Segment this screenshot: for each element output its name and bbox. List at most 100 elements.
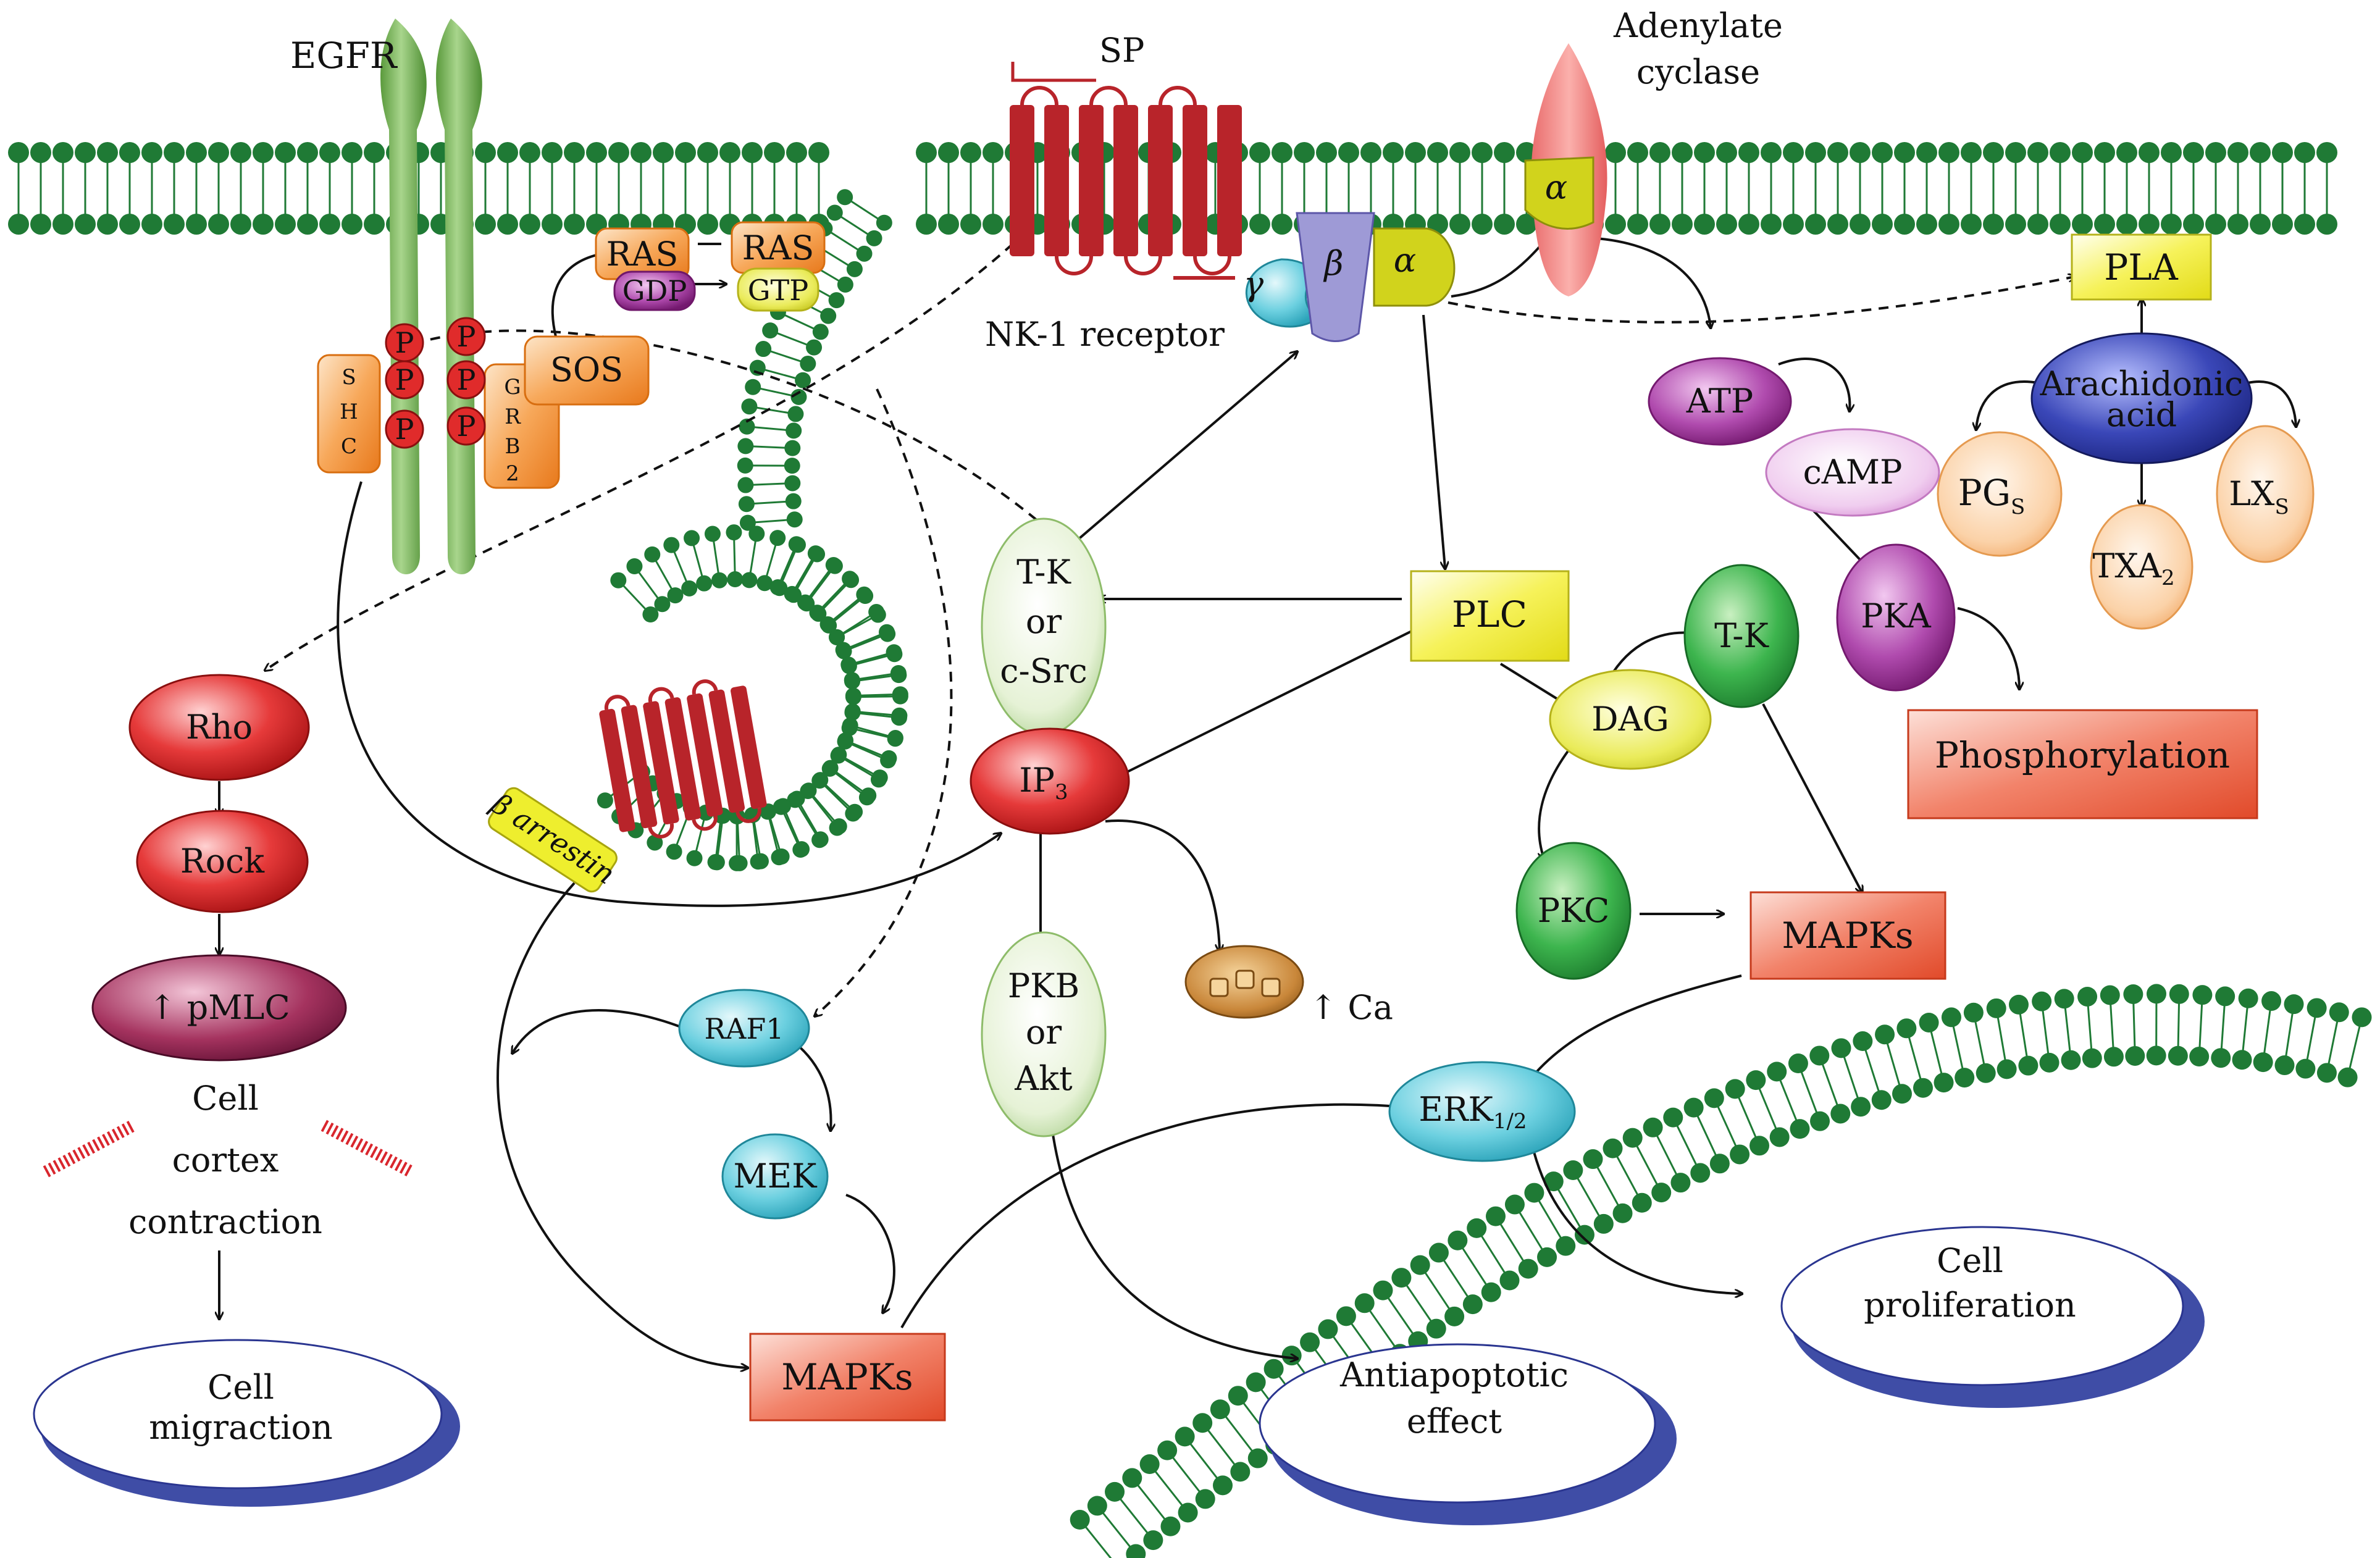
lipid-tail — [2220, 1000, 2226, 1053]
lipid-head — [1627, 214, 1648, 235]
lipid-head — [1383, 142, 1404, 163]
ip3-label: IP — [1019, 761, 1055, 800]
lipid-head — [1543, 1171, 1564, 1192]
lipid-head — [2316, 142, 2337, 163]
lipid-head — [748, 526, 765, 542]
txa2-node: TXA2 — [2090, 504, 2194, 630]
phosphate-label: P — [457, 409, 476, 443]
lipid-head — [806, 339, 823, 356]
lipid-head — [1694, 142, 1715, 163]
lipid-head — [837, 732, 854, 749]
lipid-tail — [1099, 1509, 1134, 1551]
beta-label: β — [1323, 244, 1343, 283]
pkc-label: PKC — [1538, 891, 1610, 930]
lipid-head — [797, 594, 814, 611]
lipid-head — [1178, 1502, 1198, 1523]
lipid-tail — [1535, 1196, 1564, 1242]
lipid-head — [2169, 984, 2189, 1004]
lipid-tail — [1134, 1481, 1168, 1523]
lipid-tail — [1674, 1121, 1699, 1170]
grb2-letter-b: B — [505, 434, 521, 459]
lipid-head — [1427, 142, 1448, 163]
lipid-head — [837, 276, 853, 293]
arrow-raf1-to-left — [513, 1009, 692, 1053]
lipid-head — [1896, 1018, 1917, 1039]
atp-node: ATP — [1648, 357, 1792, 446]
lipid-tail — [1614, 1152, 1641, 1199]
lipid-head — [119, 214, 140, 235]
lipid-head — [820, 308, 837, 324]
ip3-subscript: 3 — [1055, 780, 1068, 805]
arrow-dag-to-pkc — [1539, 749, 1570, 858]
lipid-head — [208, 142, 229, 163]
lipid-head — [1516, 214, 1537, 235]
lipid-head — [2168, 1045, 2188, 1066]
lipid-head — [697, 142, 718, 163]
lxs-node: LXS — [2216, 425, 2315, 563]
lipid-head — [1263, 1359, 1284, 1379]
lipid-head — [1574, 1225, 1594, 1245]
lipid-head — [829, 629, 845, 645]
lipid-head — [1612, 1203, 1633, 1223]
lipid-tail — [1842, 1052, 1861, 1103]
lipid-tail — [853, 725, 892, 738]
lipid-head — [696, 575, 713, 592]
lipid-head — [2274, 1055, 2295, 1076]
lipid-head — [1157, 1440, 1178, 1460]
lipid-tail — [822, 781, 853, 810]
lipid-head — [2253, 1052, 2273, 1073]
lipid-head — [2139, 142, 2160, 163]
lipid-tail — [1654, 1131, 1680, 1179]
lipid-head — [1405, 142, 1426, 163]
lipid-tail — [798, 801, 820, 837]
lipid-head — [1622, 1128, 1643, 1148]
lipid-tail — [832, 769, 866, 795]
lipid-head — [1449, 142, 1470, 163]
lipid-head — [1809, 1045, 1830, 1066]
lipid-head — [2205, 142, 2226, 163]
lipid-tail — [768, 815, 782, 853]
lipid-tail — [821, 782, 852, 812]
arrow-mek-to-mapks — [845, 1194, 895, 1312]
endocytic-membrane-stalk — [737, 189, 892, 531]
lipid-head — [812, 772, 829, 789]
dashed-arrow-sp-to-rho — [266, 243, 1014, 670]
lipid-head — [2139, 214, 2160, 235]
lipid-head — [1160, 1516, 1181, 1536]
lipid-head — [2027, 142, 2048, 163]
lipid-tail — [809, 793, 836, 826]
lipid-tail — [2087, 1001, 2093, 1054]
tk-label: T-K — [1714, 616, 1769, 655]
lipid-head — [666, 844, 682, 860]
lipid-head — [1360, 142, 1381, 163]
phosphate-groups: P P P P P P — [385, 317, 486, 449]
lipid-tail — [1117, 1494, 1151, 1538]
lipid-head — [1272, 142, 1293, 163]
cell-proliferation-line1: Cell — [1937, 1241, 2003, 1280]
pla-label: PLA — [2104, 246, 2179, 288]
lipid-head — [1997, 1059, 2017, 1079]
pka-node: PKA — [1836, 543, 1956, 692]
lipid-head — [1210, 1399, 1230, 1420]
arrow-camp-to-pka — [1808, 505, 1868, 568]
gpcr-helix — [731, 685, 767, 809]
lipid-head — [1426, 1318, 1446, 1339]
lipid-tail — [773, 330, 811, 347]
lipid-head — [891, 707, 908, 724]
lipid-head — [2307, 998, 2327, 1018]
lipid-head — [2039, 1052, 2059, 1073]
calcium-granule — [1209, 978, 1229, 997]
arachidonic-label-line1: Arachidonic — [2040, 364, 2244, 403]
lipid-tail — [783, 809, 802, 847]
tk-csrc-label-line3: c-Src — [1000, 651, 1087, 690]
lipid-head — [1810, 1111, 1830, 1131]
lipid-head — [764, 142, 785, 163]
ip3-node: IP3 — [970, 727, 1130, 835]
lipid-head — [1294, 142, 1315, 163]
lipid-head — [784, 475, 801, 492]
gpcr-loop — [735, 808, 761, 823]
lipid-head — [1494, 214, 1515, 235]
lipid-head — [608, 142, 629, 163]
lipid-tail — [1820, 1059, 1840, 1110]
lipid-head — [1872, 142, 1893, 163]
